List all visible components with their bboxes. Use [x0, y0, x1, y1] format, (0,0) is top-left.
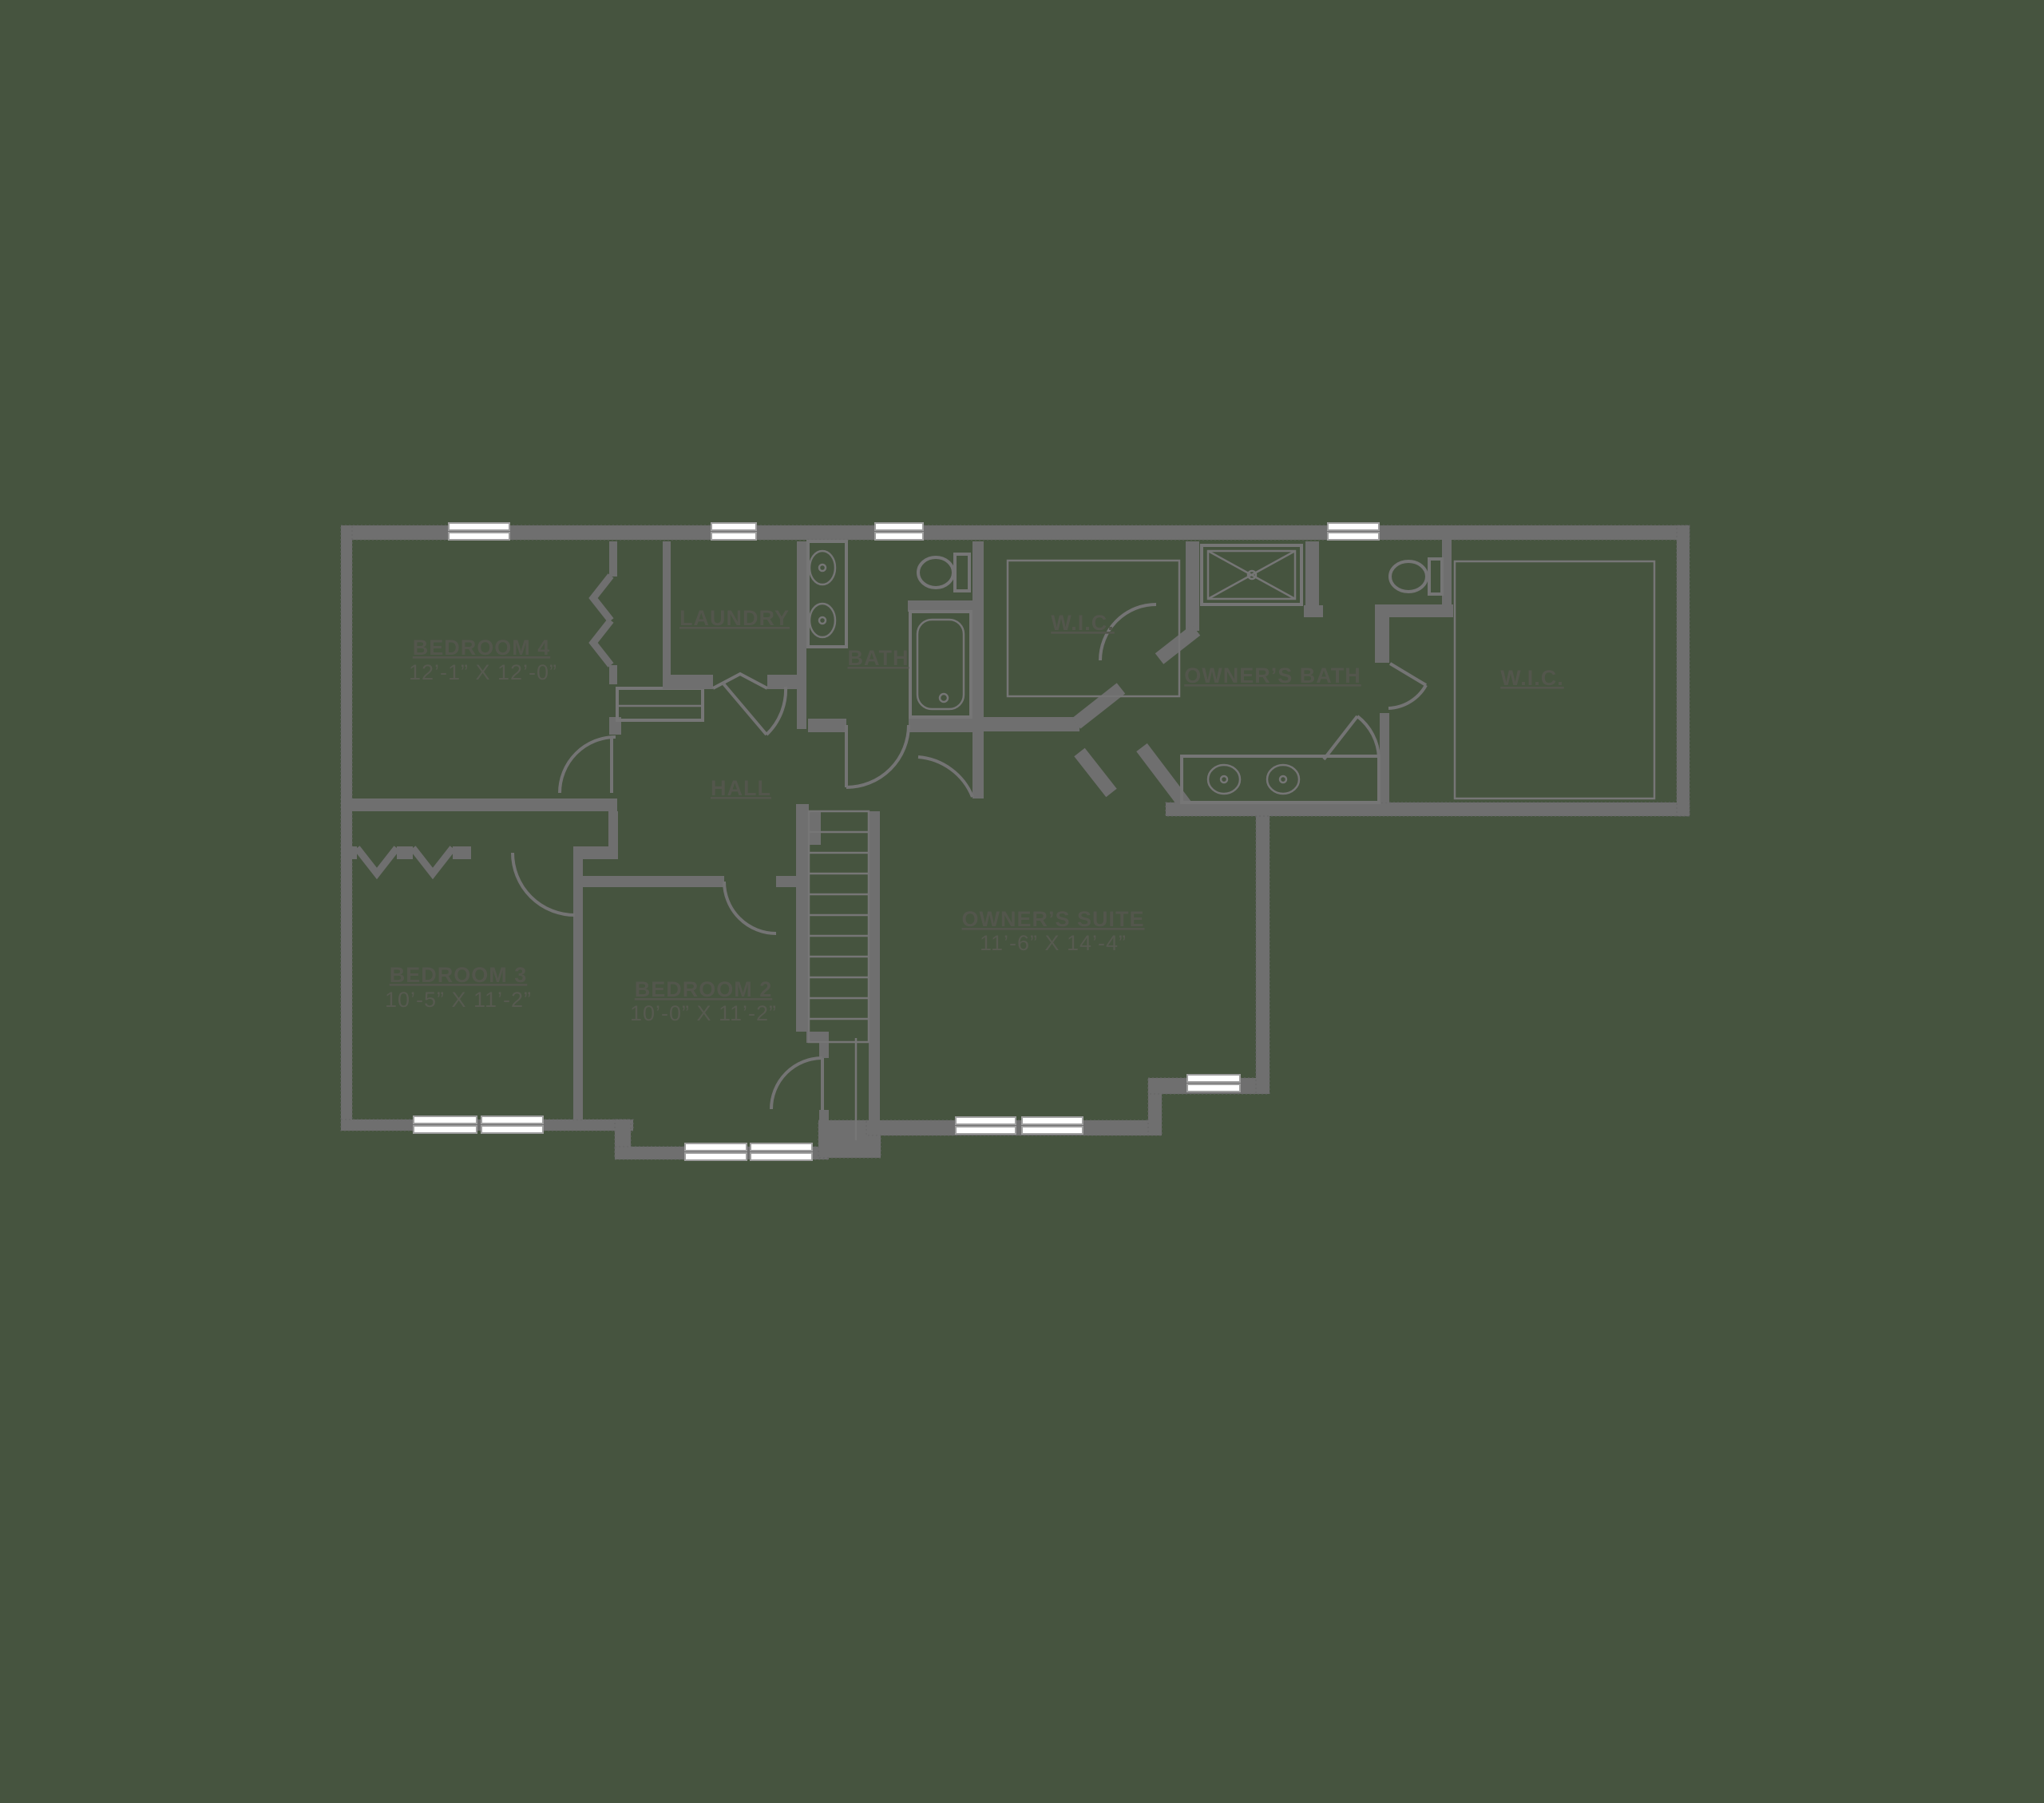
shower-icon — [1200, 544, 1303, 606]
door-hall — [721, 681, 788, 736]
bedroom4-closet-bifold — [588, 618, 614, 668]
door-bedroom2 — [723, 881, 777, 935]
window — [481, 1115, 544, 1134]
dims-bedroom3: 10’-5” X 11’-2” — [385, 988, 532, 1012]
bedroom3-closet-bifold — [354, 846, 400, 880]
label-hall: HALL — [711, 776, 771, 800]
owners-vanity-sink-icon — [1180, 755, 1380, 804]
dims-bedroom4: 12’-1” X 12’-0” — [409, 660, 557, 684]
exterior-walls — [340, 525, 1690, 1160]
window — [711, 522, 757, 541]
door-suite-entry — [917, 755, 974, 798]
window — [874, 522, 924, 541]
label-bedroom2: BEDROOM 2 — [635, 977, 773, 1001]
window — [750, 1143, 813, 1161]
staircase — [807, 810, 870, 1140]
door-owners-bath — [1322, 715, 1380, 761]
window — [448, 522, 510, 541]
fixtures — [806, 540, 1656, 804]
window — [413, 1115, 477, 1134]
closet-shelf-outline — [1006, 559, 1181, 698]
closet-shelf-outline — [1453, 560, 1656, 800]
label-laundry: LAUNDRY — [679, 606, 790, 630]
window — [955, 1116, 1016, 1135]
dims-bedroom2: 10’-0” X 11’-2” — [630, 1001, 777, 1025]
dims-owners-suite: 11’-6” X 14’-4” — [980, 931, 1127, 955]
label-wic-owners: W.I.C. — [1500, 666, 1564, 690]
linen-shelf — [616, 687, 704, 722]
label-owners-suite: OWNER’S SUITE — [961, 907, 1144, 931]
window — [684, 1143, 747, 1161]
bathtub-icon — [909, 610, 972, 719]
bedroom3-closet-bifold — [410, 846, 456, 880]
toilet-icon — [917, 553, 971, 592]
windows — [413, 522, 1380, 1161]
bath-vanity-sink-icon — [806, 540, 848, 648]
label-bedroom4: BEDROOM 4 — [413, 636, 551, 660]
door-bath — [845, 724, 910, 789]
door-wic-hall — [1099, 603, 1157, 661]
room-labels: BEDROOM 4 12’-1” X 12’-0” LAUNDRY BATH W… — [385, 606, 1564, 1025]
laundry-bifold-door — [712, 672, 768, 690]
window — [1327, 522, 1380, 541]
label-bedroom3: BEDROOM 3 — [390, 963, 528, 987]
label-owners-bath: OWNER’S BATH — [1184, 664, 1361, 688]
window — [1186, 1074, 1241, 1092]
bedroom4-closet-bifold — [588, 573, 614, 623]
interior-walls — [341, 539, 1453, 1144]
label-wic-hall: W.I.C. — [1051, 611, 1115, 635]
label-bath: BATH — [848, 646, 909, 670]
doors — [511, 603, 1428, 1110]
door-bedroom3 — [511, 852, 576, 917]
window — [1021, 1116, 1083, 1135]
door-stair-closet — [770, 1056, 824, 1110]
door-wic-owners — [1388, 662, 1428, 710]
toilet-icon — [1388, 557, 1444, 596]
closet-bifold-doors — [354, 573, 614, 880]
door-bedroom4 — [558, 735, 616, 794]
